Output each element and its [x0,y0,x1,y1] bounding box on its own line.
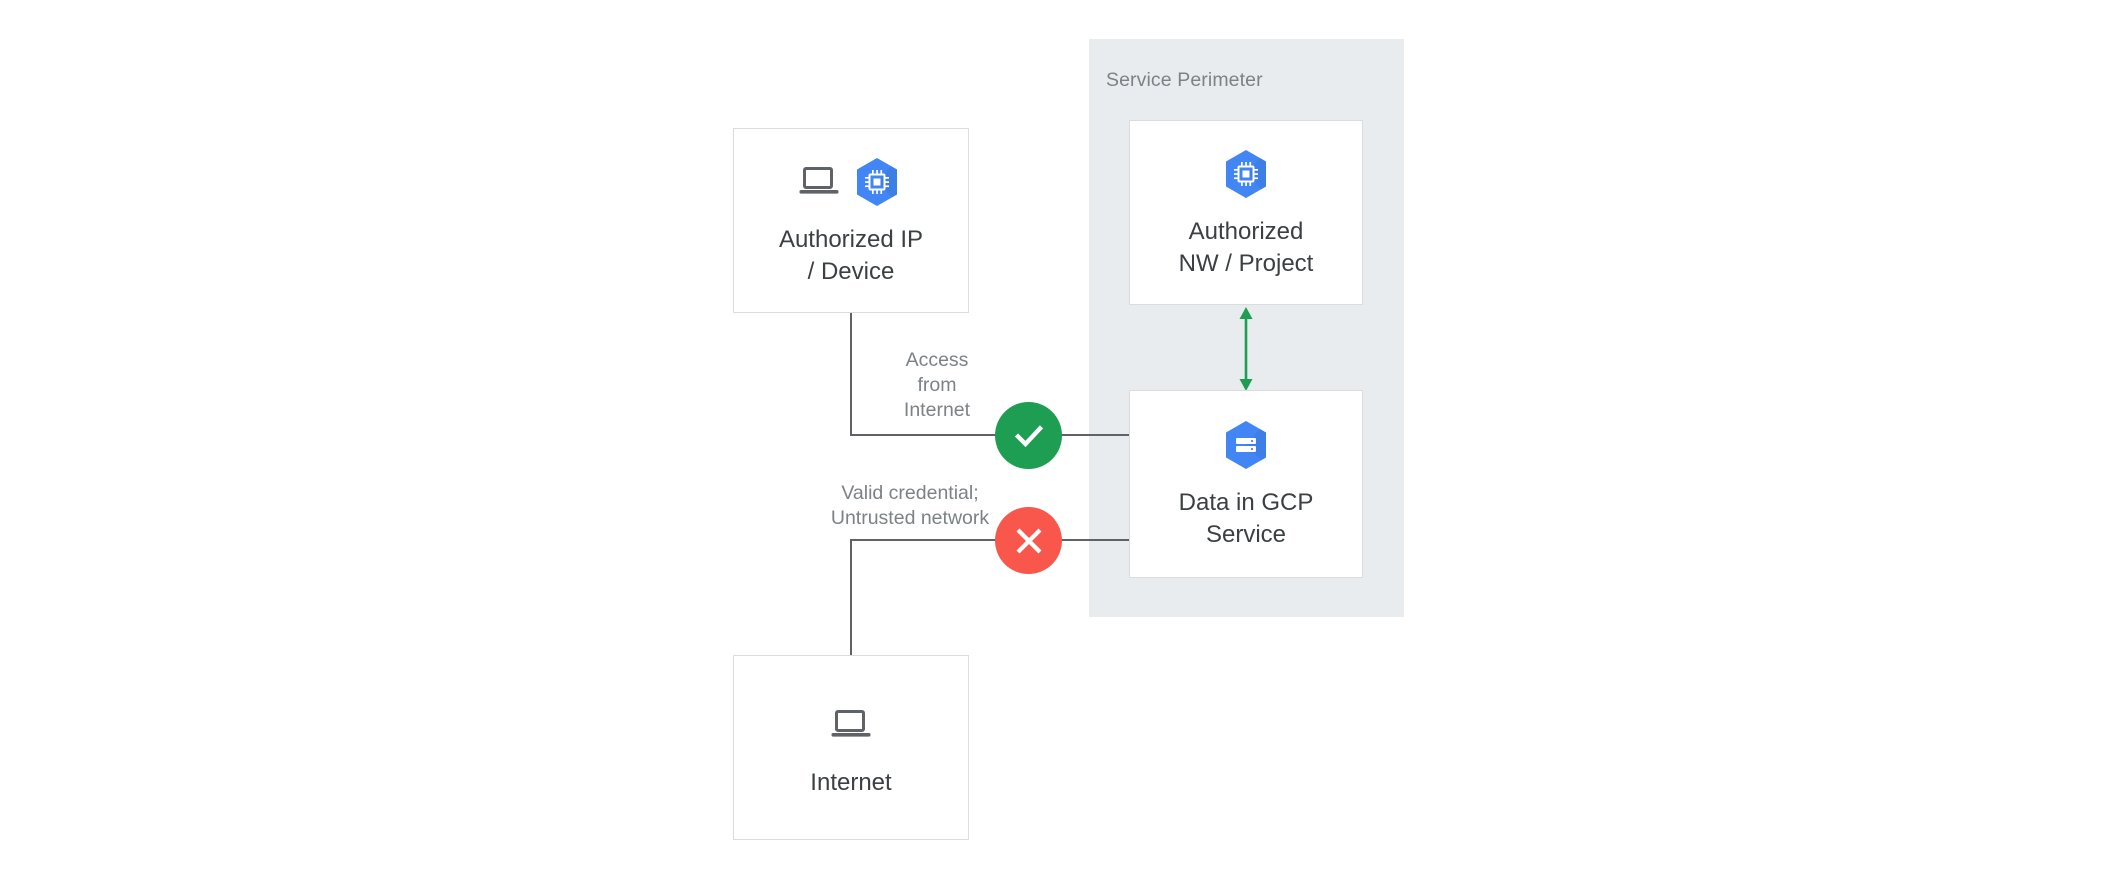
laptop-icon [799,166,839,194]
node-authorized-ip-label: Authorized IP / Device [778,225,924,285]
compute-hexagon-icon [1226,149,1266,198]
node-data-gcp-label: Data in GCP Service [1178,489,1314,548]
service-perimeter-label: Service Perimeter [1106,69,1263,91]
node-internet[interactable]: Internet [733,655,969,840]
node-authorized-nw-project[interactable]: Authorized NW / Project [1129,120,1363,305]
node-data-in-gcp-service[interactable]: Data in GCP Service [1129,390,1363,578]
compute-hexagon-icon [857,157,897,206]
check-icon [1014,424,1043,447]
node-internet-label: Internet [810,768,892,796]
node-authorized-nw-icons [1220,146,1272,202]
connector-authorized-ip-vertical [850,313,853,436]
connector-internet-vertical [850,540,853,656]
node-internet-icons [831,697,871,753]
connector-allowed-horizontal [850,434,1130,437]
edge-label-access-from-internet: Access from Internet [903,349,971,421]
double-headed-vertical-arrow-icon [1239,307,1253,391]
status-badge-denied[interactable] [995,507,1062,574]
database-hexagon-icon [1226,421,1266,470]
node-data-gcp-icons [1220,417,1272,473]
connector-denied-horizontal [850,539,1130,542]
node-authorized-nw-label: Authorized NW / Project [1178,217,1314,277]
node-authorized-ip-icons [799,154,903,210]
node-authorized-ip-device[interactable]: Authorized IP / Device [733,128,969,313]
close-icon [1016,528,1041,553]
status-badge-allowed[interactable] [995,402,1062,469]
edge-label-valid-credential-untrusted-network: Valid credential; Untrusted network [830,482,990,529]
laptop-icon [831,709,871,737]
